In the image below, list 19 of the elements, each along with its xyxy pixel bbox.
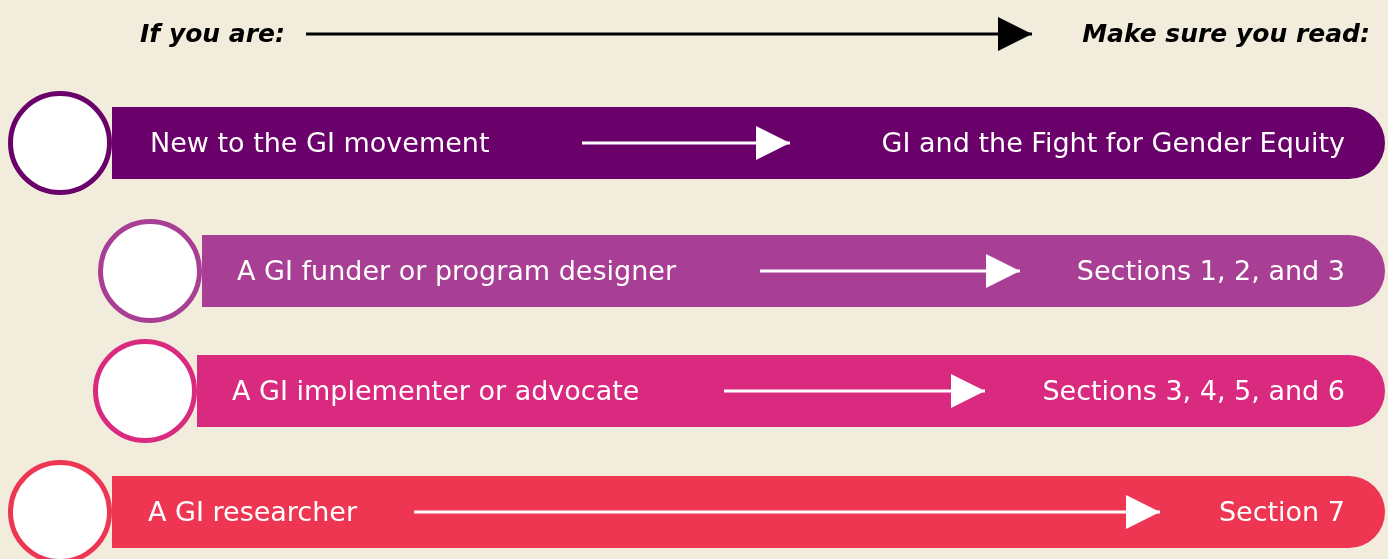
row-label: A GI researcher <box>148 492 414 532</box>
column-heading: If you are: <box>140 16 306 52</box>
column-heading: Make sure you read: <box>1032 16 1370 52</box>
row-bar <box>112 107 1385 179</box>
arrow <box>724 374 985 408</box>
arrow <box>306 17 1032 51</box>
row-label: Section 7 <box>1160 492 1345 532</box>
row-label: New to the GI movement <box>150 123 582 163</box>
arrow <box>760 254 1020 288</box>
row-label: GI and the Fight for Gender Equity <box>790 123 1345 163</box>
row-label: A GI funder or program designer <box>237 251 760 291</box>
row-bar <box>112 476 1385 548</box>
row-label: Sections 3, 4, 5, and 6 <box>985 371 1345 411</box>
row-bar <box>202 235 1385 307</box>
row-label: A GI implementer or advocate <box>232 371 724 411</box>
row-bar <box>197 355 1385 427</box>
arrow <box>414 495 1160 529</box>
row-label: Sections 1, 2, and 3 <box>1020 251 1345 291</box>
arrow <box>582 126 790 160</box>
